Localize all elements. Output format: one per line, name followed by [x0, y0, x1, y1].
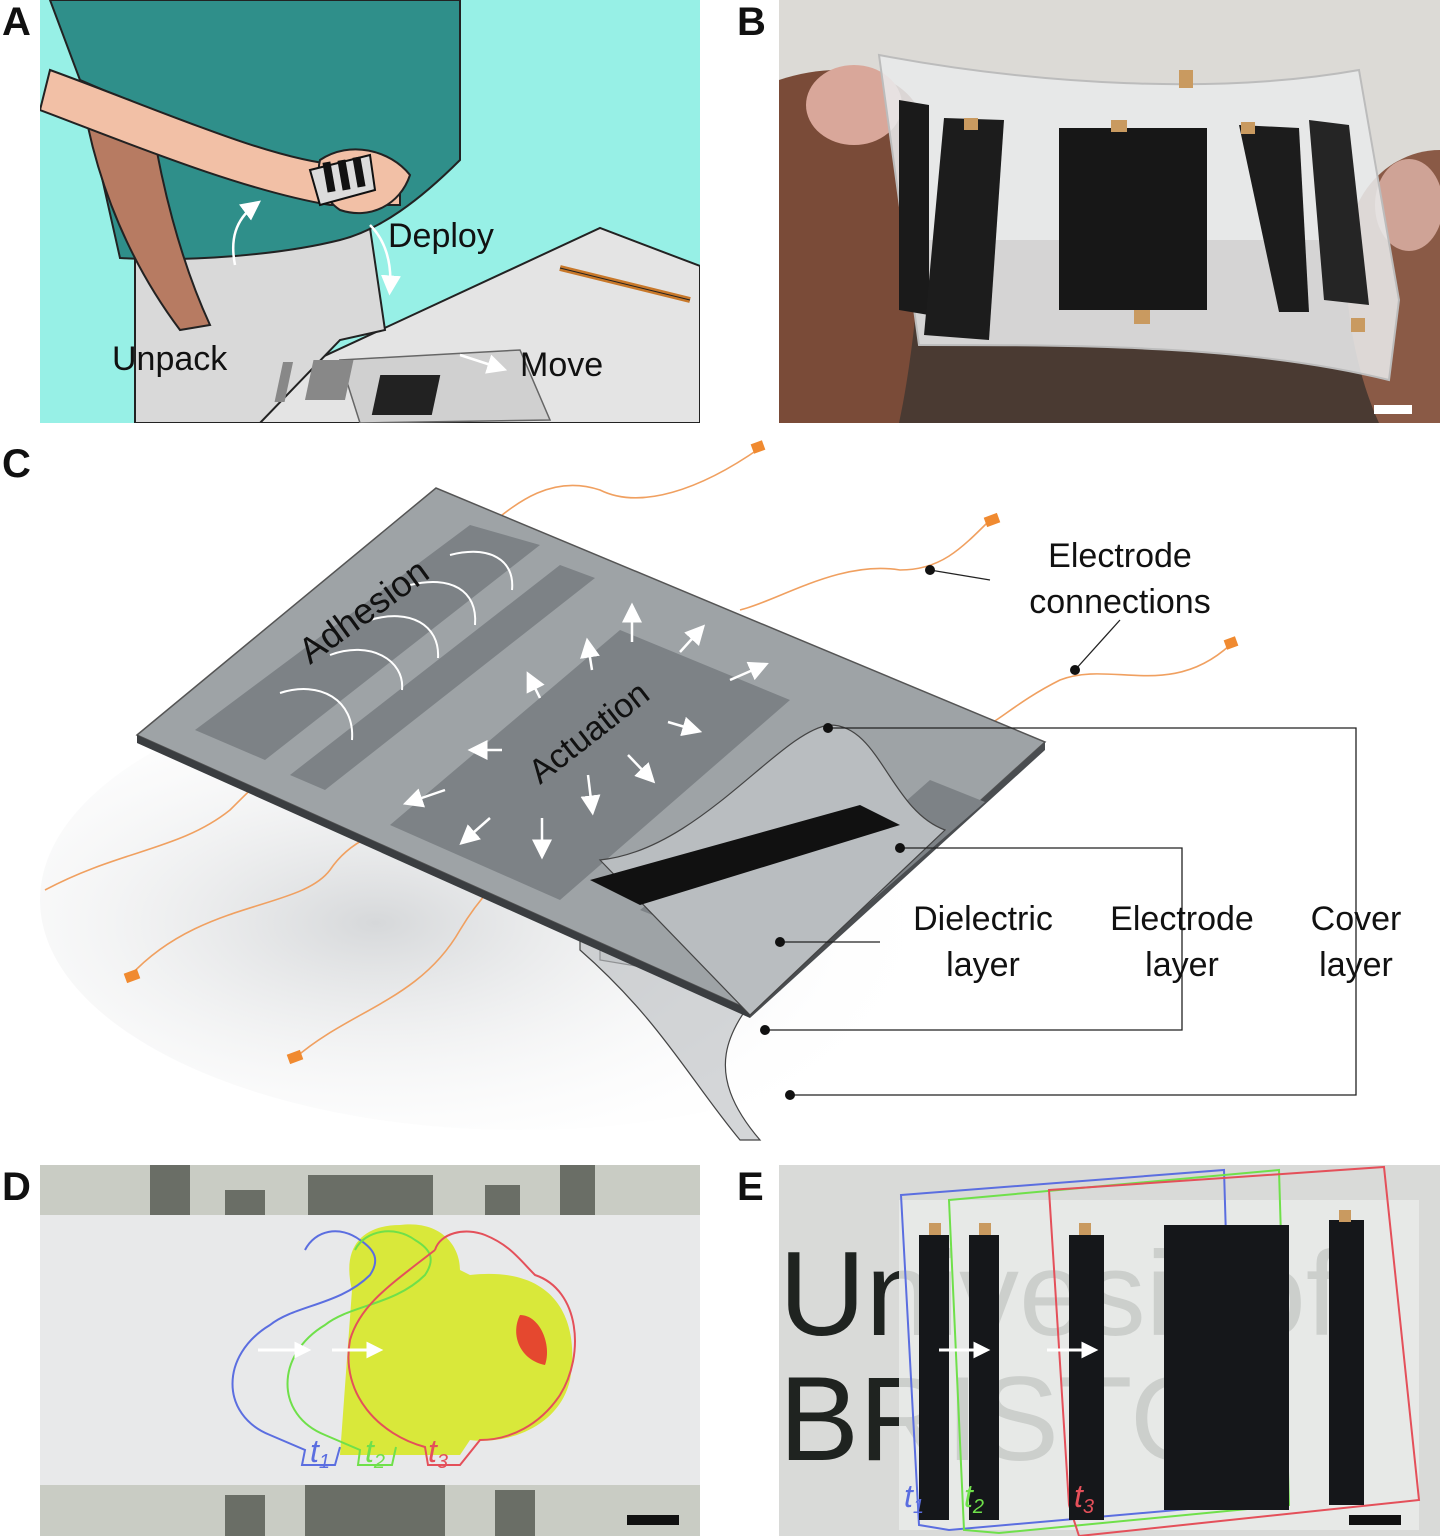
deploy-arrow [369, 224, 401, 296]
connector-pad [964, 118, 978, 130]
cover-layer-label-line1: Cover [1311, 900, 1402, 938]
actuation-arrows [402, 602, 769, 860]
connector-pad [1179, 70, 1193, 88]
pencil [559, 265, 691, 303]
unpack-label: Unpack [112, 340, 228, 378]
panel-letter-e: E [737, 1165, 764, 1209]
arm-in-pocket [78, 78, 212, 332]
connector-pad [1134, 310, 1150, 324]
left-thumbnail [806, 65, 902, 145]
right-thumbnail [1375, 159, 1440, 251]
panel-letter-a: A [2, 0, 31, 44]
scale-bar [627, 1515, 679, 1525]
electrode-layer-label-line1: Electrode [1110, 900, 1254, 938]
electrode-strips [919, 1220, 1364, 1520]
panel-b-photo [779, 0, 1440, 423]
motion-arrows [939, 1341, 1099, 1359]
connector-pad [1111, 120, 1127, 132]
connector-pads [929, 1210, 1351, 1235]
adhesion-arcs [279, 550, 514, 741]
scale-bar [1349, 1515, 1401, 1525]
dielectric-label-line1: Dielectric [913, 900, 1053, 938]
outline-t2 [947, 1168, 1291, 1535]
electrode-strip-2 [924, 118, 1004, 340]
dielectric-label-line2: layer [946, 946, 1020, 984]
outline-t2 [286, 1230, 432, 1466]
outline-t1 [231, 1230, 377, 1466]
folded-robot [308, 153, 377, 207]
robot-on-table [274, 349, 552, 423]
electrode-layer-label-line2: layer [1145, 946, 1219, 984]
callout-dots [760, 565, 1080, 1100]
exposed-electrode [590, 805, 900, 905]
wire-pads [123, 440, 1239, 1065]
motion-arrows [258, 1341, 384, 1359]
duck-beak [516, 1315, 548, 1365]
left-hand [779, 70, 923, 423]
cover-layer-label-line2: layer [1319, 946, 1393, 984]
electrode-strip-3 [1239, 125, 1309, 312]
outline-t3 [1047, 1165, 1421, 1536]
panel-letter-b: B [737, 0, 766, 44]
deploy-label: Deploy [388, 217, 494, 255]
fixture-bottom [225, 1485, 535, 1536]
panel-d-photo: t1 t2 t3 [40, 1165, 700, 1536]
move-label: Move [520, 346, 603, 384]
scale-bar [1374, 405, 1412, 414]
table-top [179, 226, 700, 423]
electrode-strip-4 [1309, 120, 1369, 305]
panel-letter-c: C [2, 442, 31, 486]
callout-lines [765, 569, 1357, 1096]
connector-pad [1241, 122, 1255, 134]
unpack-arrow [231, 200, 261, 266]
sheet-edge-left [137, 735, 750, 1018]
electrode-connections-label-line2: connections [1029, 583, 1210, 621]
connector-pad [1351, 318, 1365, 332]
fixture-top [150, 1165, 595, 1217]
panel-c-diagram: Adhesion Actuation Electrode connections… [40, 440, 1402, 1141]
duck-body [340, 1224, 573, 1455]
move-arrow [459, 353, 508, 374]
electrode-connections-label-line1: Electrode [1048, 537, 1192, 575]
outline-t3 [347, 1230, 576, 1466]
electrode-strip-1 [899, 100, 929, 315]
panel-a-illustration: Deploy Unpack Move [40, 0, 700, 423]
electrode-center [1059, 128, 1207, 310]
panel-letter-d: D [2, 1165, 31, 1209]
panel-e-photo: Univesit of BRISTOL t1 t2 t3 [779, 1165, 1440, 1536]
